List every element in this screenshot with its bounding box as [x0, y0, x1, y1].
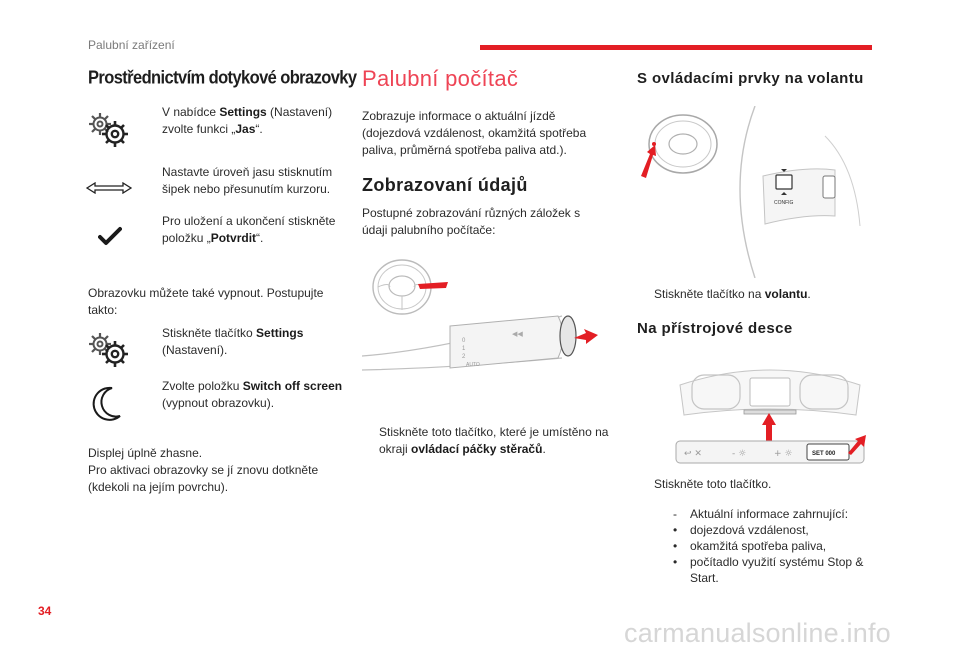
- step-press-settings: Stiskněte tlačítko Settings (Nastavení).: [162, 326, 304, 357]
- lever-label-auto: AUTO: [466, 362, 480, 368]
- page-number: 34: [38, 604, 52, 618]
- instrument-panel-heading: Na přístrojové desce: [637, 320, 793, 337]
- svg-text:↩ ✕: ↩ ✕: [684, 449, 702, 459]
- step-press-stalk-button: Stiskněte toto tlačítko, které je umístě…: [379, 425, 609, 456]
- section-color-bar: [480, 45, 872, 50]
- watermark: carmanualsonline.info: [624, 618, 891, 648]
- slider-arrows-icon: [86, 182, 132, 194]
- moon-icon: [92, 386, 121, 421]
- step-open-settings: V nabídce Settings (Nastavení) zvolte fu…: [162, 105, 333, 136]
- step-adjust-brightness: Nastavte úroveň jasu stisknutím šipek ne…: [162, 165, 333, 196]
- step-press-dash-button: Stiskněte toto tlačítko.: [654, 477, 772, 491]
- set-button-label: SET 000: [812, 451, 836, 457]
- data-display-heading: Zobrazovaní údajů: [362, 175, 528, 195]
- screen-off-intro: Obrazovku můžete také vypnout. Postupujt…: [88, 286, 324, 317]
- svg-text:◀◀: ◀◀: [512, 330, 523, 338]
- list-item: •okamžitá spotřeba paliva,: [673, 539, 827, 553]
- step-confirm: Pro uložení a ukončení stiskněte položku…: [162, 214, 336, 245]
- lever-label-1: 1: [462, 346, 466, 352]
- lever-label-2: 2: [462, 354, 466, 360]
- wiper-stalk-illustration: 0 1 2 AUTO ◀◀: [362, 315, 598, 371]
- list-item: -Aktuální informace zahrnující:: [673, 507, 849, 521]
- section-title: Palubní zařízení: [88, 38, 175, 52]
- settings-gears-icon: [89, 113, 128, 147]
- steering-controls-heading: S ovládacími prvky na volantu: [637, 70, 864, 87]
- instrument-cluster-illustration: ↩ ✕ - ☼ + ☼ SET 000: [675, 369, 866, 464]
- list-item: •dojezdová vzdálenost,: [673, 523, 809, 537]
- list-item: •počítadlo využití systému Stop & Start.: [673, 555, 864, 585]
- steering-wheel-thumbnail: [641, 114, 718, 178]
- svg-text:- ☼: - ☼: [732, 449, 746, 459]
- trip-computer-heading: Palubní počítač: [362, 66, 519, 91]
- svg-text:+ ☼: + ☼: [774, 449, 792, 459]
- steering-wheel-illustration: [372, 259, 448, 315]
- checkmark-icon: [98, 227, 122, 245]
- trip-computer-intro: Zobrazuje informace o aktuální jízdě (do…: [362, 109, 587, 157]
- step-switch-off-screen: Zvolte položku Switch off screen (vypnou…: [162, 379, 343, 410]
- steering-wheel-detail: CONFIG: [739, 106, 861, 278]
- step-press-wheel-button: Stiskněte tlačítko na volantu.: [654, 287, 811, 301]
- screen-off-result: Displej úplně zhasne. Pro aktivaci obraz…: [88, 446, 319, 494]
- config-button-label: CONFIG: [774, 200, 794, 206]
- info-list: -Aktuální informace zahrnující: •dojezdo…: [673, 506, 883, 586]
- lever-label-0: 0: [462, 338, 466, 344]
- touchscreen-heading: Prostřednictvím dotykové obrazovky: [88, 68, 357, 89]
- data-display-text: Postupné zobrazování různých záložek s ú…: [362, 206, 581, 237]
- settings-gears-icon: [89, 333, 128, 367]
